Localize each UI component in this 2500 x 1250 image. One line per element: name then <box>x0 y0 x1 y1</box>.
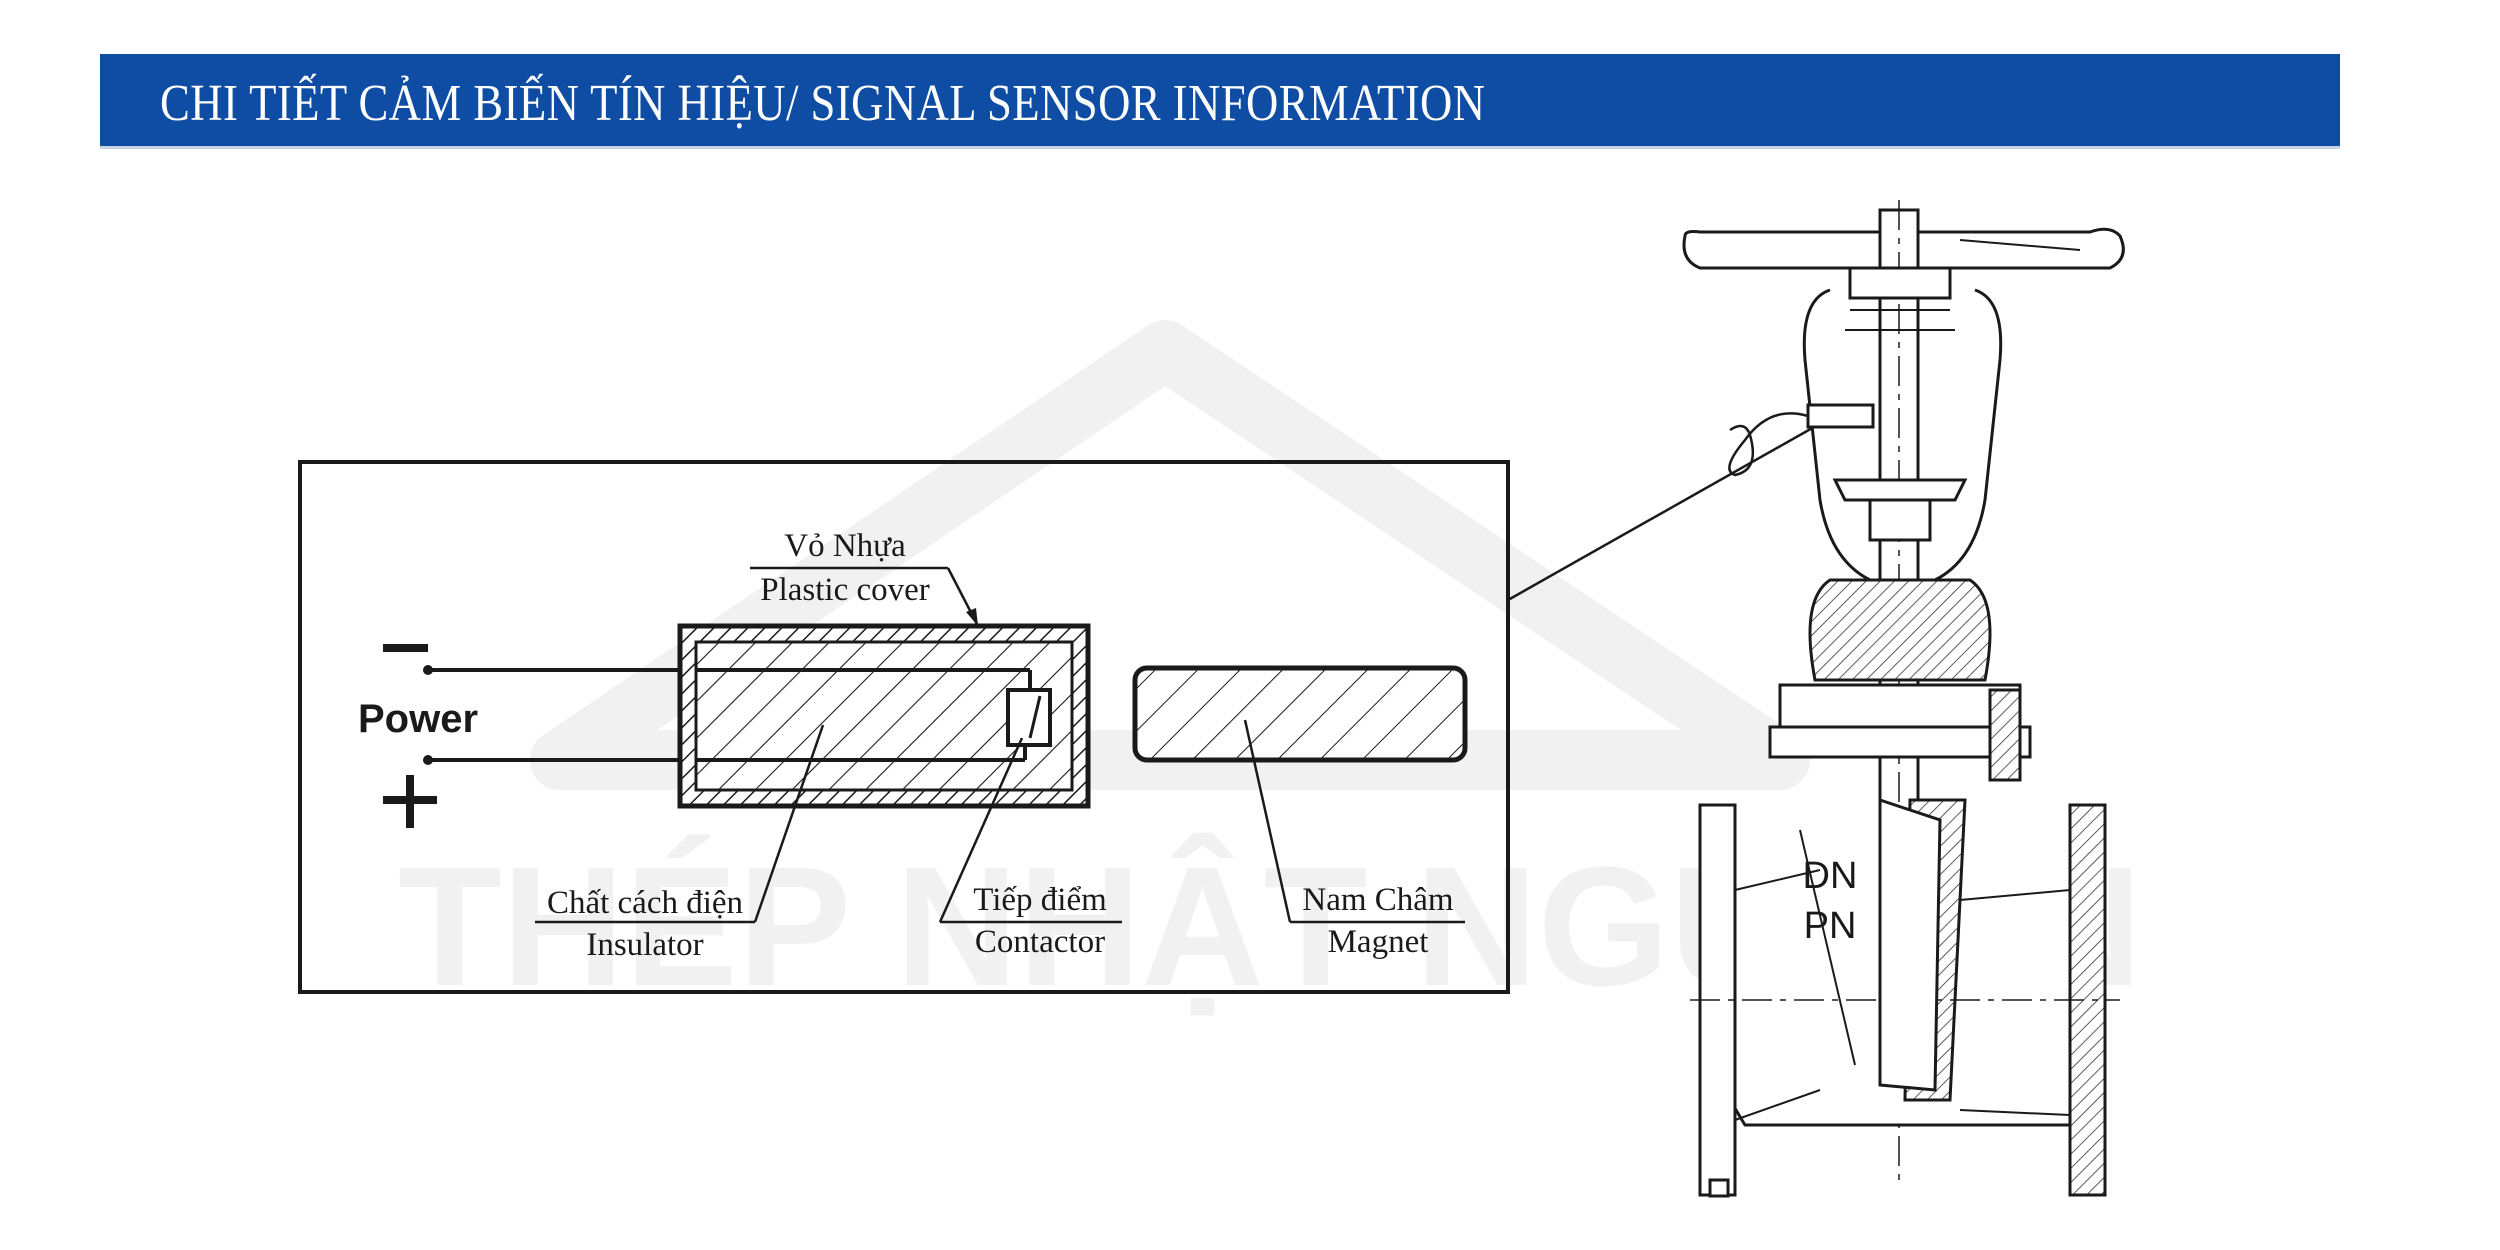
plastic-cover-label-vi: Vỏ Nhựa <box>784 528 906 564</box>
contactor-callout <box>938 737 1122 924</box>
insulator-label-vi: Chất cách điện <box>547 885 743 921</box>
detail-leader-line <box>1507 416 1831 602</box>
magnet-callout <box>1243 719 1465 924</box>
magnet-label-en: Magnet <box>1328 924 1429 960</box>
insulator-callout <box>535 724 825 924</box>
gate-valve-drawing <box>1682 200 2125 1198</box>
magnet-bar <box>1132 665 1468 763</box>
dn-label: DN <box>1803 855 1858 897</box>
contactor-label-vi: Tiếp điểm <box>973 882 1107 918</box>
sensor-detail-frame <box>298 460 1510 994</box>
header-banner: CHI TIẾT CẢM BIẾN TÍN HIỆU/ SIGNAL SENSO… <box>100 54 2340 146</box>
magnet-label-vi: Nam Châm <box>1302 882 1454 918</box>
insulator-label-en: Insulator <box>586 927 703 963</box>
plastic-cover-callout <box>750 566 980 627</box>
contactor-label-en: Contactor <box>975 924 1105 960</box>
page-title: CHI TIẾT CẢM BIẾN TÍN HIỆU/ SIGNAL SENSO… <box>160 75 1486 132</box>
pn-label: PN <box>1804 905 1857 947</box>
insulator-wires <box>696 668 1032 762</box>
plastic-cover-label-en: Plastic cover <box>760 572 930 608</box>
contactor-element <box>1006 688 1052 747</box>
power-label: Power <box>358 697 478 741</box>
